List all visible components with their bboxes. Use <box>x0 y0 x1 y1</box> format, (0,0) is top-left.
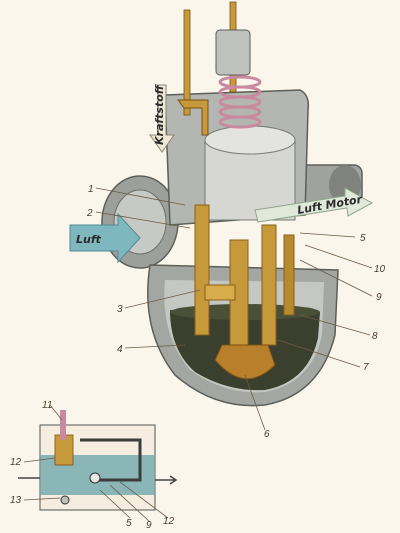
callout-6: 6 <box>264 429 270 440</box>
callout-7: 7 <box>363 362 369 373</box>
callout-8: 8 <box>372 331 378 342</box>
brass-jets <box>194 204 295 380</box>
callout-9: 9 <box>376 292 382 303</box>
callout-4: 4 <box>117 344 123 355</box>
inset-callout-12: 12 <box>10 457 22 468</box>
callout-1: 1 <box>88 184 94 195</box>
inset-callout-5: 5 <box>126 518 132 529</box>
callout-5: 5 <box>360 233 366 244</box>
callout-3: 3 <box>117 304 123 315</box>
inset-callout-12b: 12 <box>163 516 175 527</box>
callout-2: 2 <box>86 208 93 219</box>
air-outlet-arrow <box>254 187 374 223</box>
air-inlet-arrow <box>69 212 141 264</box>
fuel-label: Kraftstoff <box>153 83 166 145</box>
inset-callout-11: 11 <box>42 400 52 411</box>
callout-10: 10 <box>374 264 386 275</box>
inset-callout-13: 13 <box>10 495 22 506</box>
throttle-spring <box>218 75 262 129</box>
inset-diagram <box>18 410 178 511</box>
control-rods <box>177 1 251 136</box>
inset-callout-leaders <box>23 404 169 523</box>
callout-leaders <box>95 187 373 431</box>
fuel-arrow <box>149 84 175 153</box>
air-label: Luft <box>76 233 102 246</box>
inset-callout-9: 9 <box>146 520 152 531</box>
